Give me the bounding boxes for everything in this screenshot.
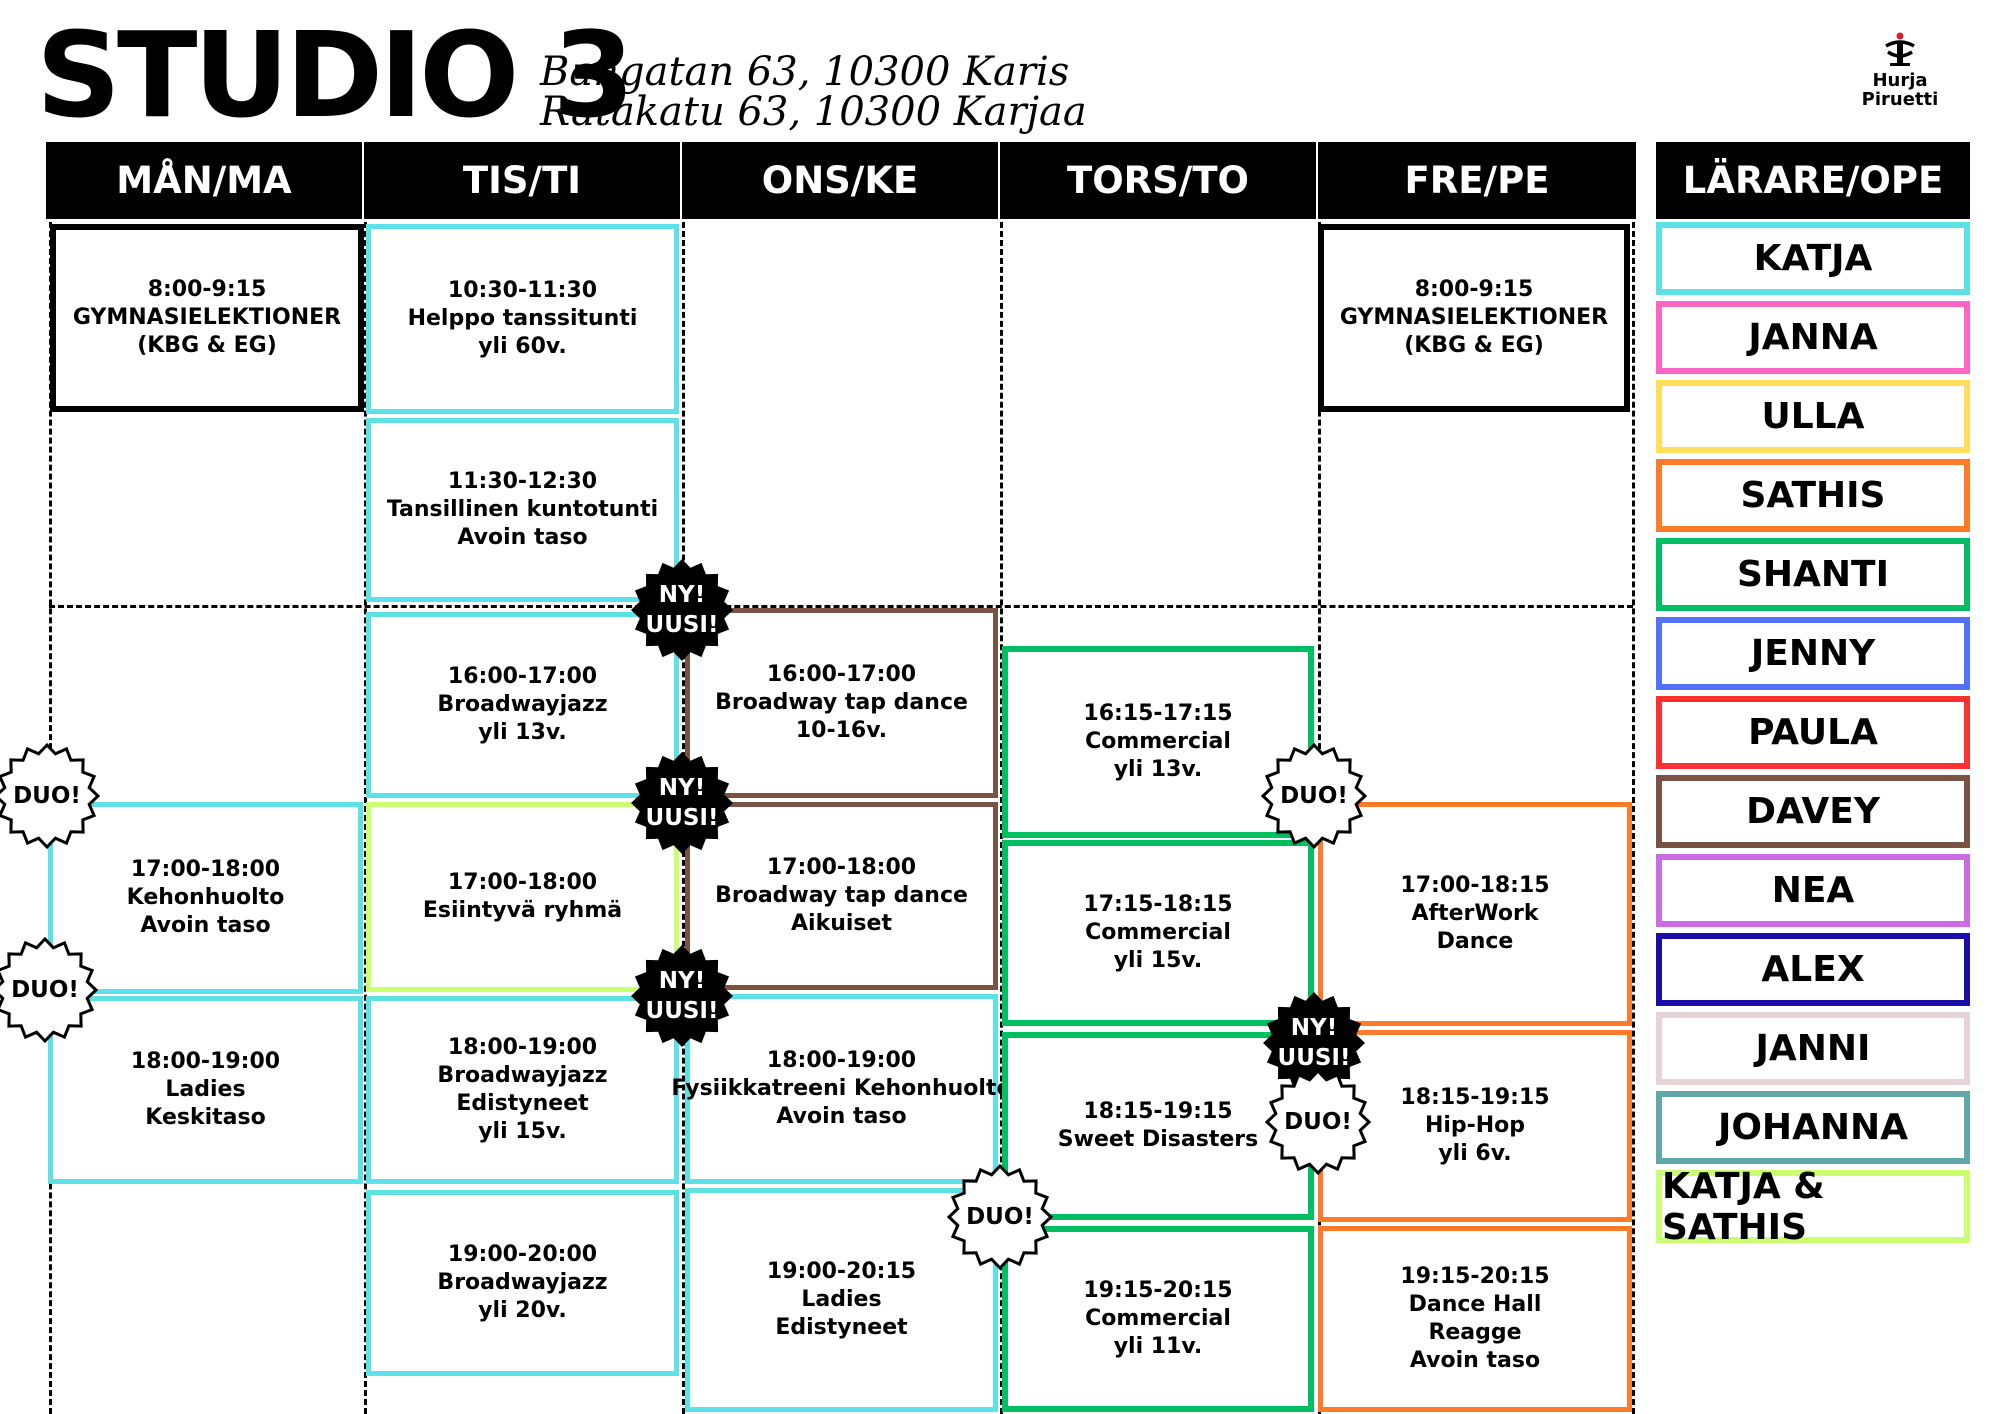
grid-line	[1632, 222, 1635, 1414]
teacher-nea: NEA	[1656, 854, 1970, 927]
starburst-icon	[0, 742, 101, 850]
teacher-katja: KATJA	[1656, 222, 1970, 295]
starburst-icon	[1263, 992, 1365, 1094]
new-badge: NY!UUSI!	[1259, 988, 1369, 1098]
day-header-thursday: TORS/TO	[1000, 142, 1318, 219]
grid-line	[1000, 222, 1003, 1414]
grid-line	[364, 222, 367, 1414]
starburst-icon	[631, 559, 733, 661]
logo: Hurja Piruetti	[1855, 32, 1945, 110]
starburst-icon	[1264, 1068, 1372, 1176]
starburst-icon	[631, 752, 733, 854]
teacher-paula: PAULA	[1656, 696, 1970, 769]
duo-badge: DUO!	[945, 1162, 1055, 1272]
teacher-shanti: SHANTI	[1656, 538, 1970, 611]
teachers-header: LÄRARE/OPE	[1656, 142, 1970, 219]
new-badge: NY!UUSI!	[627, 555, 737, 665]
new-badge: NY!UUSI!	[627, 941, 737, 1051]
teacher-sathis: SATHIS	[1656, 459, 1970, 532]
teacher-davey: DAVEY	[1656, 775, 1970, 848]
starburst-icon	[1260, 742, 1368, 850]
teacher-jenny: JENNY	[1656, 617, 1970, 690]
teacher-katja-sathis: KATJA & SATHIS	[1656, 1166, 1970, 1248]
day-header-wednesday: ONS/KE	[682, 142, 1000, 219]
starburst-icon	[0, 936, 99, 1044]
teacher-ulla: ULLA	[1656, 380, 1970, 453]
logo-text-line1: Hurja	[1872, 70, 1928, 91]
address-finnish: Ratakatu 63, 10300 Karjaa	[540, 89, 1087, 135]
starburst-icon	[946, 1163, 1054, 1271]
page-title: STUDIO 3	[36, 6, 635, 144]
teacher-janna: JANNA	[1656, 301, 1970, 374]
new-badge: NY!UUSI!	[627, 748, 737, 858]
starburst-icon	[631, 945, 733, 1047]
duo-badge: DUO!	[1263, 1067, 1373, 1177]
teacher-alex: ALEX	[1656, 933, 1970, 1006]
duo-badge: DUO!	[0, 741, 102, 851]
day-header-friday: FRE/PE	[1318, 142, 1636, 219]
teacher-janni: JANNI	[1656, 1012, 1970, 1085]
logo-text-line2: Piruetti	[1861, 88, 1939, 110]
dancer-logo-icon	[1885, 32, 1915, 66]
teacher-johanna: JOHANNA	[1656, 1091, 1970, 1164]
address-swedish: Bangatan 63, 10300 Karis	[540, 49, 1070, 95]
duo-badge: DUO!	[0, 935, 100, 1045]
day-header-tuesday: TIS/TI	[364, 142, 682, 219]
day-header-monday: MÅN/MA	[46, 142, 364, 219]
duo-badge: DUO!	[1259, 741, 1369, 851]
grid-line	[49, 605, 1633, 608]
